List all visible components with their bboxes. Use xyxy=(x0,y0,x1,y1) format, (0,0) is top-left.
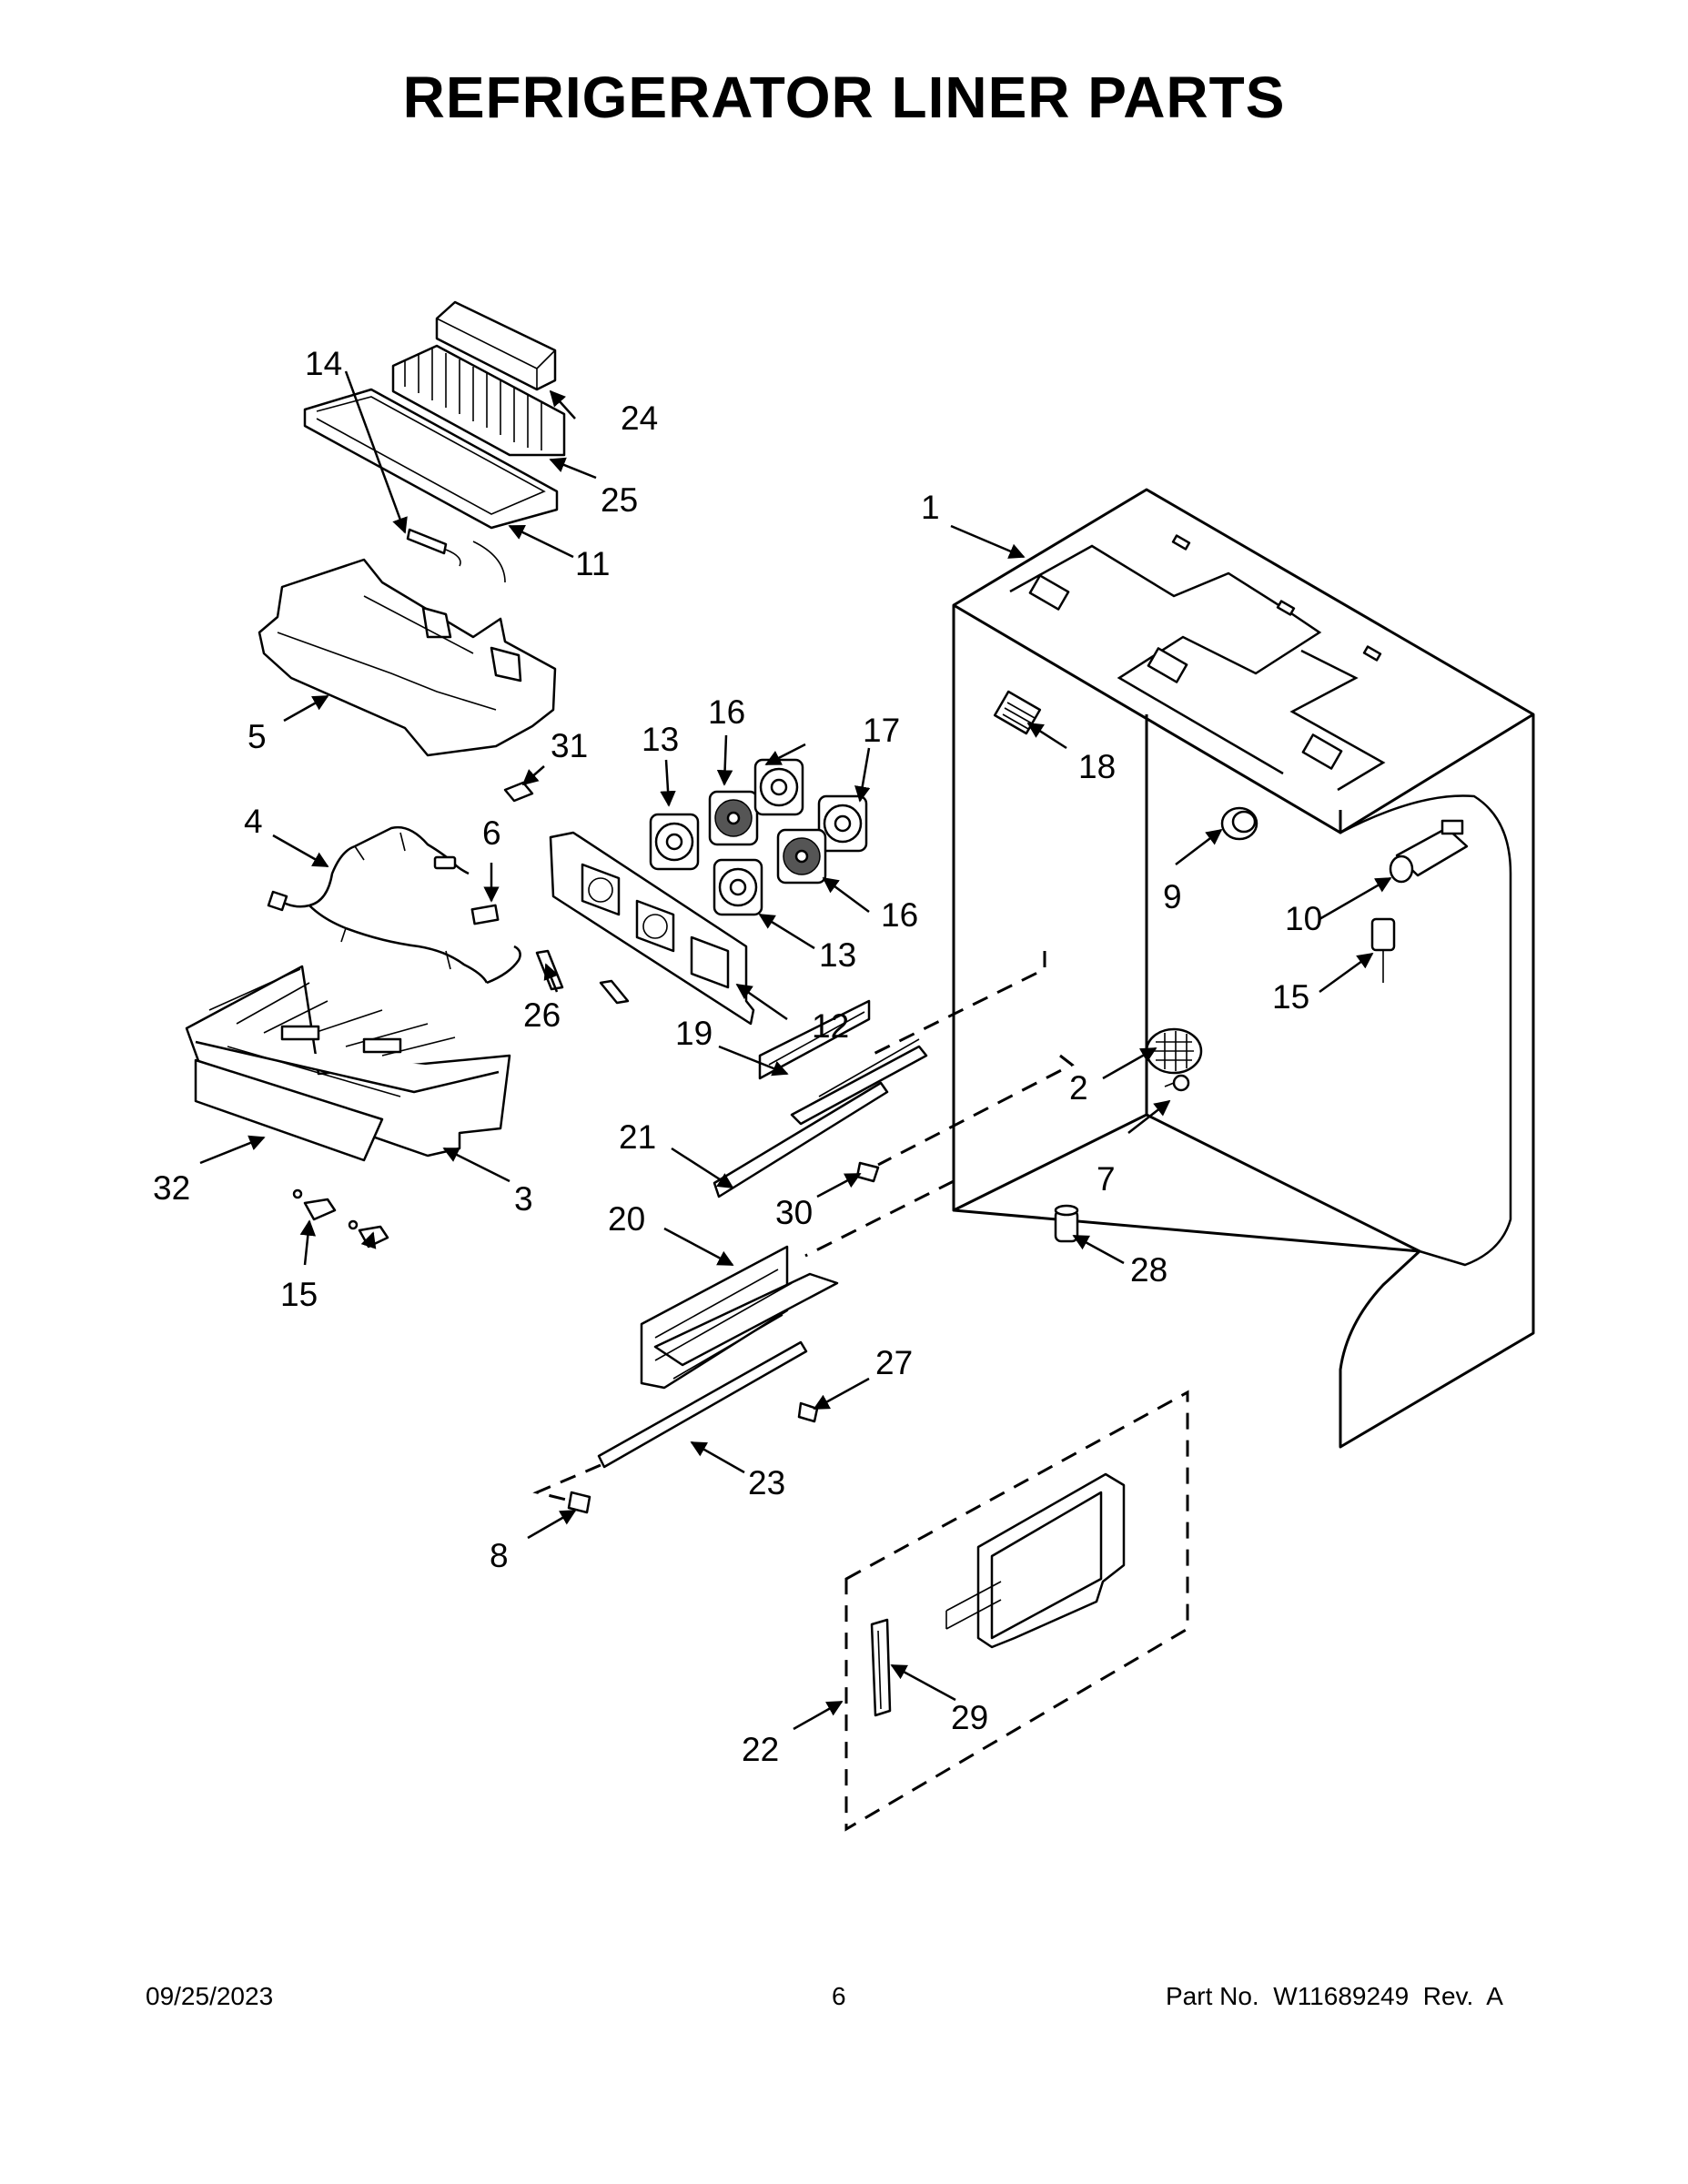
callout-1: 1 xyxy=(921,489,940,526)
fan-13b xyxy=(713,858,763,916)
callout-15a: 15 xyxy=(1272,978,1309,1016)
callout-31: 31 xyxy=(551,727,588,764)
callout-3: 3 xyxy=(514,1180,533,1218)
callout-9: 9 xyxy=(1163,878,1182,915)
strip-29 xyxy=(870,1618,892,1717)
callout-10: 10 xyxy=(1285,900,1322,937)
trim-32 xyxy=(194,1058,384,1162)
callout-15b: 15 xyxy=(280,1276,318,1313)
callout-12: 12 xyxy=(812,1007,849,1045)
callout-27: 27 xyxy=(875,1344,913,1381)
callout-2: 2 xyxy=(1069,1069,1088,1107)
evaporator-housing-5 xyxy=(258,558,557,757)
align-line-23 xyxy=(532,1463,601,1503)
heater-14 xyxy=(406,528,506,583)
footer-part-number: Part No. W11689249 Rev. A xyxy=(1166,1982,1503,2010)
liner-cabinet xyxy=(952,488,1535,1449)
callout-23: 23 xyxy=(748,1464,785,1502)
callout-28: 28 xyxy=(1130,1251,1167,1289)
align-line-21 xyxy=(877,1054,1075,1167)
rail-20 xyxy=(640,1245,839,1390)
callout-13a: 13 xyxy=(642,721,679,758)
callout-19: 19 xyxy=(675,1015,713,1052)
callout-labels: 1 2 3 4 5 6 7 8 9 10 11 12 13 13 14 15 1… xyxy=(153,345,1322,1768)
fan-16a xyxy=(708,790,759,846)
fan-13a xyxy=(649,813,700,871)
fan-17b xyxy=(817,794,868,853)
callout-4: 4 xyxy=(244,803,263,840)
footer-date: 09/25/2023 xyxy=(146,1982,274,2010)
callout-20: 20 xyxy=(608,1200,645,1238)
rail-19 xyxy=(758,999,928,1126)
callout-5: 5 xyxy=(248,718,267,755)
evaporator-25 xyxy=(391,344,566,457)
page-title: REFRIGERATOR LINER PARTS xyxy=(402,65,1286,130)
drawer-boundary xyxy=(844,1390,1189,1832)
screw-30 xyxy=(855,1161,880,1183)
callout-14: 14 xyxy=(305,345,342,382)
callout-6: 6 xyxy=(482,814,501,852)
callout-18: 18 xyxy=(1078,748,1116,785)
callout-30: 30 xyxy=(775,1194,813,1231)
rail-21 xyxy=(713,1081,889,1198)
callout-17: 17 xyxy=(863,712,900,749)
callout-25: 25 xyxy=(601,481,638,519)
fan-17a xyxy=(753,758,804,816)
footer-page-number: 6 xyxy=(832,1982,846,2010)
callout-7: 7 xyxy=(1097,1160,1116,1198)
align-line-19 xyxy=(873,951,1046,1056)
callout-24: 24 xyxy=(621,399,658,437)
callout-29: 29 xyxy=(951,1699,988,1736)
fan-bracket-12 xyxy=(549,831,755,1026)
evaporator-cover-24 xyxy=(435,300,557,391)
rail-23 xyxy=(597,1340,808,1469)
drawer-assembly-22 xyxy=(945,1472,1126,1649)
align-line-20 xyxy=(804,1179,955,1258)
filter-6 xyxy=(470,904,500,925)
drain-pan-11 xyxy=(303,388,559,530)
callout-21: 21 xyxy=(619,1118,656,1156)
fan-16b xyxy=(776,828,827,885)
callout-26: 26 xyxy=(523,996,561,1034)
clip-31 xyxy=(503,781,534,803)
callout-8: 8 xyxy=(490,1537,509,1574)
wire-harness-4 xyxy=(267,825,521,985)
screw-8 xyxy=(567,1491,591,1514)
callout-16b: 16 xyxy=(881,896,918,934)
callout-32: 32 xyxy=(153,1169,190,1207)
callout-22: 22 xyxy=(742,1731,779,1768)
callout-16a: 16 xyxy=(708,693,745,731)
callout-11: 11 xyxy=(575,545,610,582)
screw-27 xyxy=(797,1401,819,1423)
leader-lines xyxy=(199,370,1392,1731)
callout-13b: 13 xyxy=(819,936,856,974)
